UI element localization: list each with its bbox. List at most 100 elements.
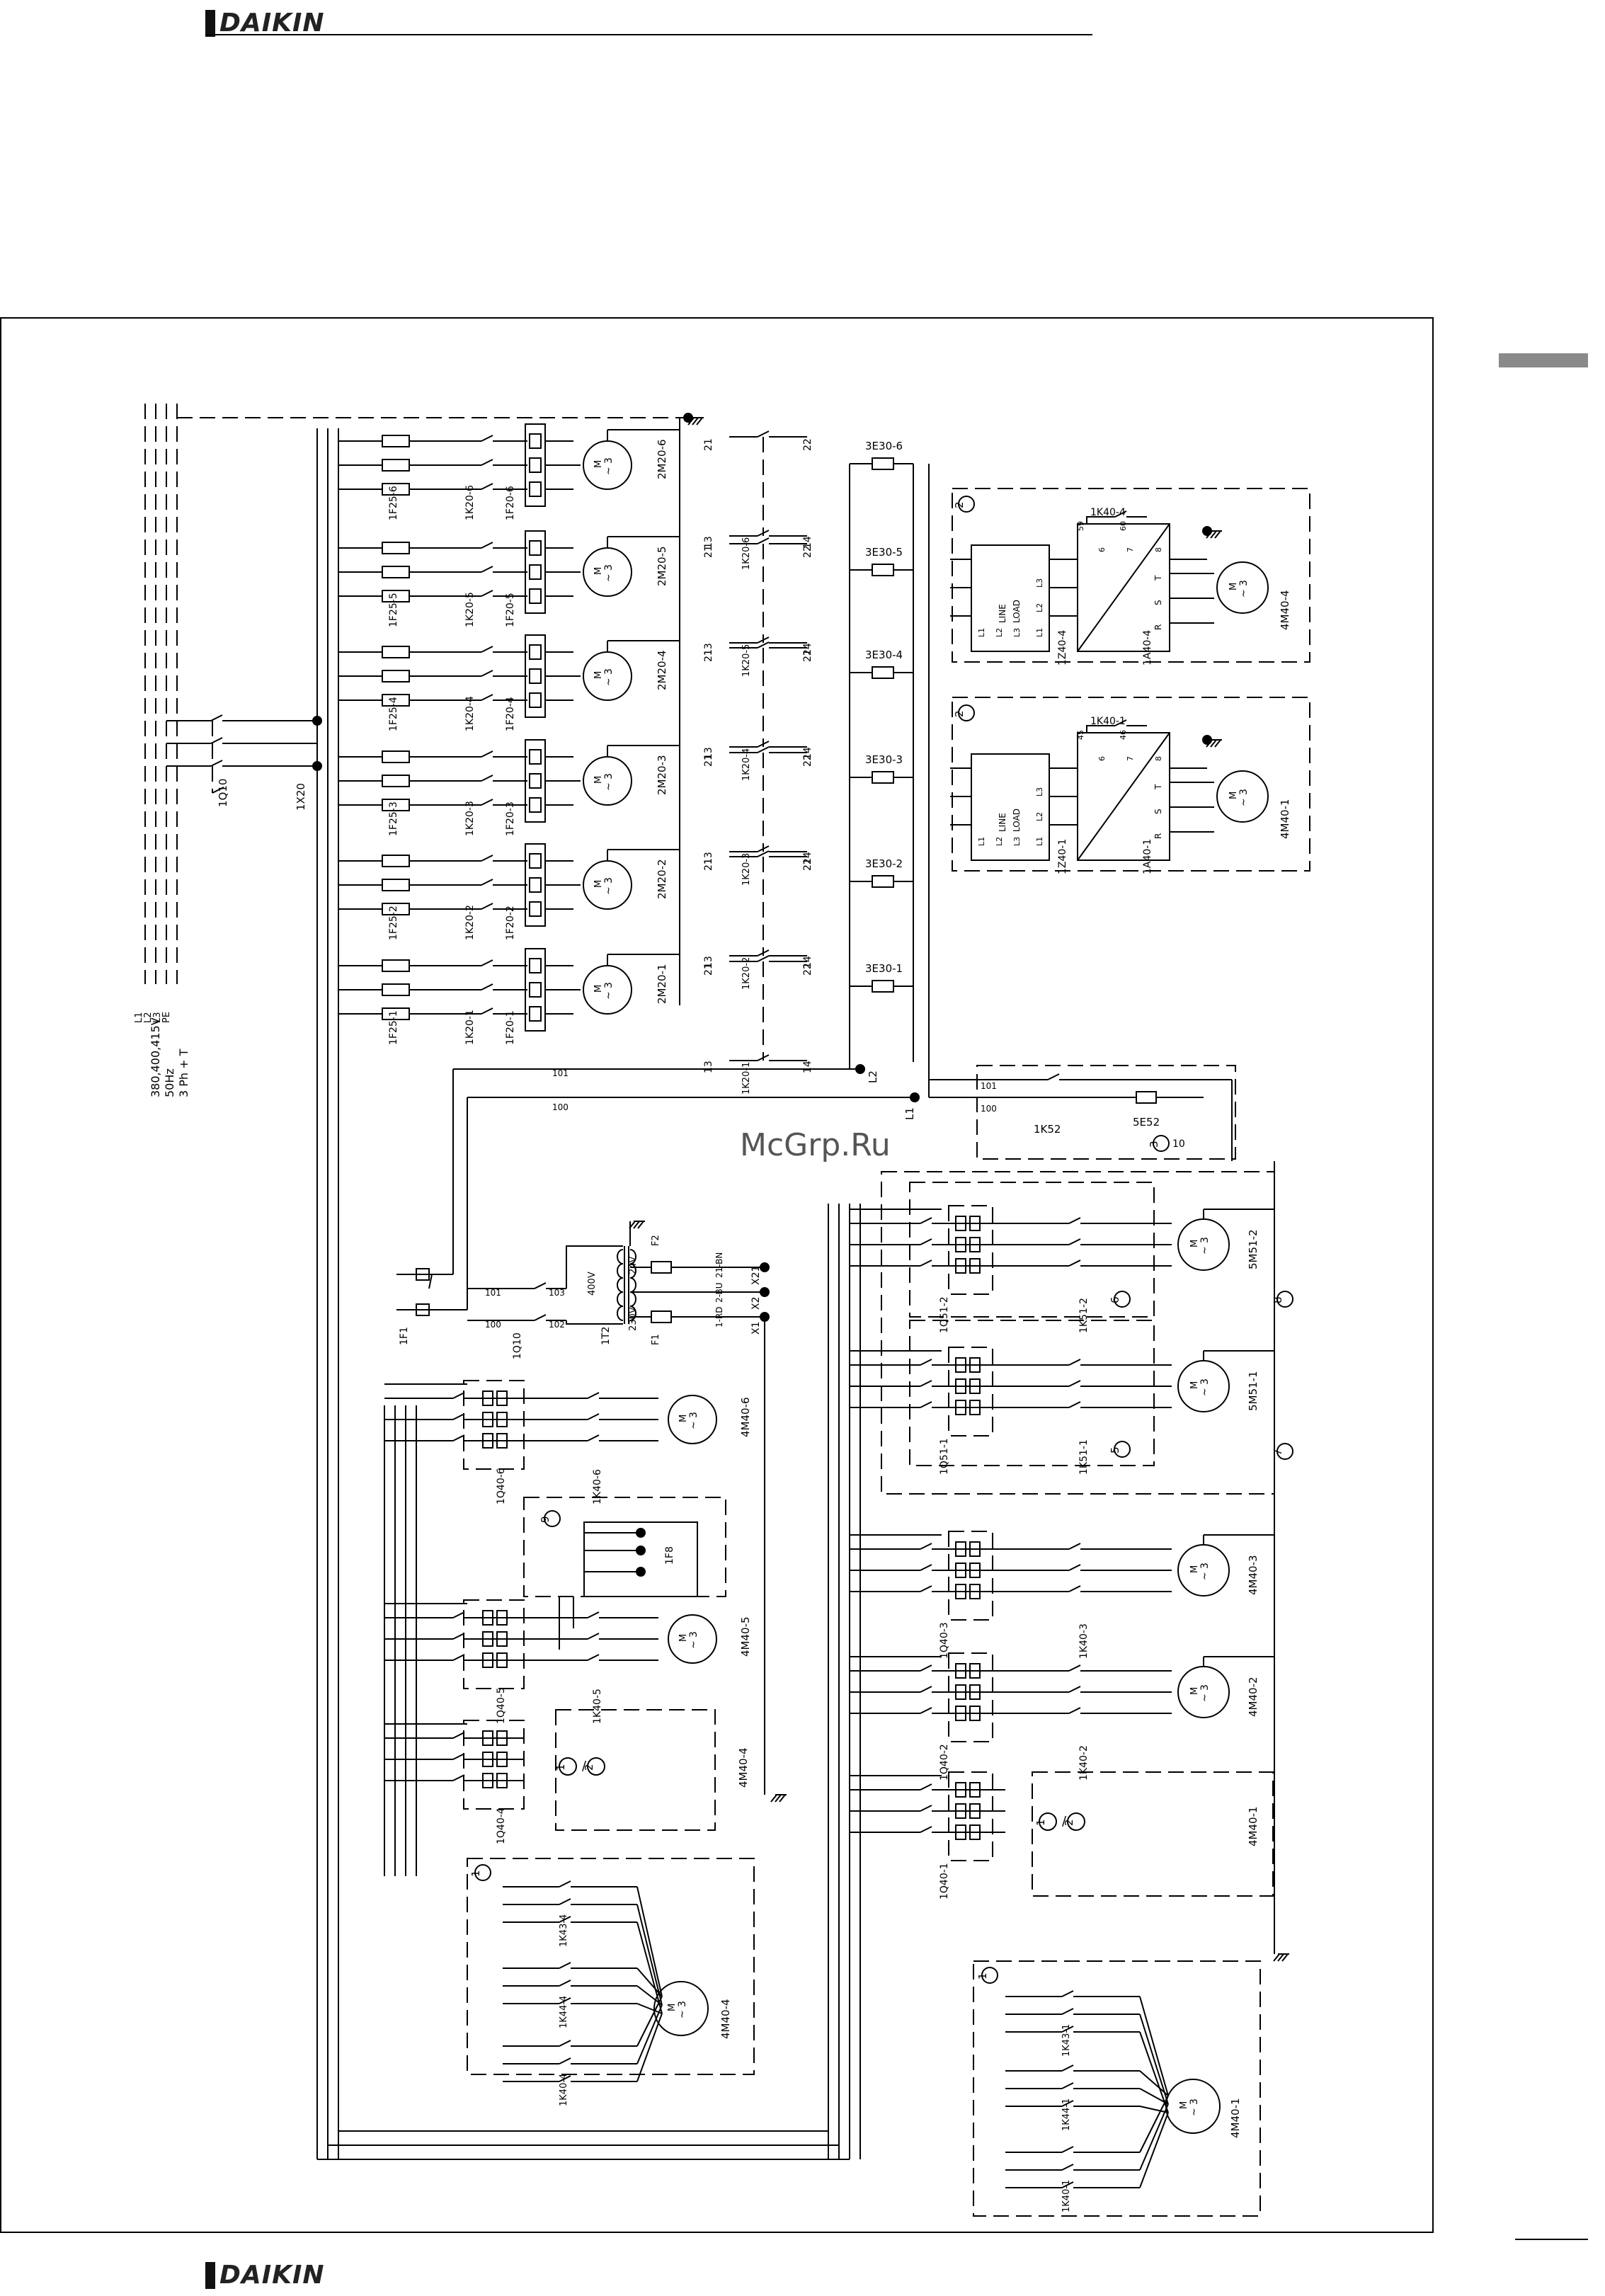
- breaker-element: [482, 1610, 493, 1626]
- f1f-label: 1F1: [399, 1327, 410, 1345]
- sd-wire: [1139, 2070, 1169, 2096]
- motor-phase-number: 3: [603, 773, 615, 779]
- supply-phase: 3 Ph + T: [177, 1049, 190, 1097]
- pump-fuse: [382, 435, 410, 447]
- sd-wire: [1139, 2014, 1169, 2105]
- pump-fuse-label: 1F25-5: [388, 593, 399, 627]
- x1-color: 1-RD: [714, 1306, 724, 1327]
- breaker-element: [482, 1752, 493, 1767]
- f2-label: F2: [651, 1235, 661, 1246]
- pump-contact: [481, 799, 493, 806]
- breaker-box: [463, 1720, 525, 1810]
- fan-motor-label: 4M40-5: [739, 1616, 752, 1657]
- aux-21: 21: [703, 438, 714, 451]
- fan-breaker-label: 1Q51-1: [939, 1438, 950, 1475]
- fan-contactor-label: 1K40-3: [1078, 1623, 1090, 1659]
- sd-wire: [636, 1904, 663, 2006]
- motor-phase-number: 3: [688, 1631, 699, 1638]
- fan-breaker: [452, 1611, 465, 1618]
- motor-letter: M: [1189, 1381, 1200, 1389]
- ref-slash: /: [1062, 1814, 1067, 1829]
- inv-out-terminal: S: [1153, 600, 1163, 605]
- motor-tilde: ~: [1199, 1694, 1211, 1702]
- sd-wire: [636, 2013, 663, 2082]
- pump-contact: [481, 1007, 493, 1015]
- breaker-element: [969, 1378, 981, 1394]
- fan-contact: [1068, 1217, 1081, 1224]
- x21-label: X21: [750, 1266, 762, 1285]
- breaker-element: [969, 1541, 981, 1557]
- fuse-1f1: [416, 1303, 430, 1316]
- motor-letter: M: [593, 880, 604, 888]
- sd-contact: [559, 1997, 571, 2004]
- fan-contact: [1068, 1585, 1081, 1592]
- breaker-element: [955, 1706, 966, 1721]
- sd-contact: [1061, 2064, 1074, 2072]
- aux-22: 22: [802, 754, 813, 767]
- breaker-element: [496, 1412, 508, 1427]
- top-logo-text: DAIKIN: [219, 8, 325, 38]
- aux-21: 21: [703, 858, 714, 871]
- inv-contact: [1086, 725, 1115, 733]
- sd-wire: [636, 1985, 663, 2006]
- t6: 6: [1097, 756, 1107, 761]
- sd-contact: [559, 2075, 571, 2082]
- sd-contact: [559, 1898, 571, 1905]
- k52-ref2: 10: [1172, 1138, 1185, 1150]
- breaker-element: [482, 1773, 493, 1788]
- line-label: LINE: [998, 813, 1007, 832]
- fuse-f2: [651, 1261, 672, 1274]
- ref-circle-label: 2: [953, 710, 966, 717]
- main-switch-label: 1Q10: [217, 779, 229, 807]
- l1-label: L1: [903, 1107, 916, 1120]
- relay-label: 3E30-3: [865, 753, 903, 766]
- watermark: McGrp.Ru: [740, 1127, 891, 1163]
- main-switch-actuator: [212, 787, 224, 794]
- bus-label: 1X20: [295, 783, 307, 811]
- fan-breaker: [452, 1413, 465, 1420]
- pump-fuse: [382, 542, 410, 554]
- fuse-link: [428, 1274, 433, 1289]
- fan-motor: [1177, 1218, 1230, 1271]
- motor-phase-number: 3: [1238, 580, 1250, 586]
- fan-contact: [1068, 1359, 1081, 1366]
- motor-tilde: ~: [1199, 1572, 1211, 1580]
- fan-breaker: [920, 1805, 932, 1812]
- overload-label: 1F20-1: [505, 1010, 516, 1045]
- inv-contact-sw: [1114, 510, 1127, 518]
- stardelta-box: [973, 1960, 1261, 2217]
- fan-breaker: [452, 1654, 465, 1661]
- fan-motor: [1177, 1666, 1230, 1718]
- t7: 7: [1126, 756, 1135, 761]
- fan-breaker-label: 1Q40-6: [496, 1468, 507, 1504]
- fan-contact: [1068, 1543, 1081, 1550]
- load-label: LOAD: [1012, 809, 1022, 832]
- junction-dot: [636, 1528, 646, 1538]
- ref-circle-label: 1: [976, 1972, 989, 1980]
- breaker-element: [955, 1258, 966, 1274]
- fan-motor-label: 5M51-1: [1247, 1371, 1260, 1411]
- fan-contactor-label: 1K51-1: [1078, 1439, 1090, 1475]
- motor-letter: M: [1228, 792, 1239, 799]
- relay-label: 3E30-4: [865, 649, 903, 661]
- wire-101-label: 101: [552, 1068, 569, 1078]
- fan-breaker: [920, 1543, 932, 1550]
- motor-letter: M: [1189, 1565, 1200, 1573]
- t8: 8: [1154, 756, 1163, 761]
- fan-contactor-label: 1K51-2: [1078, 1298, 1090, 1333]
- v400: 400V: [587, 1272, 598, 1296]
- motor-tilde: ~: [603, 573, 615, 582]
- overload-element: [529, 877, 542, 893]
- tx-winding: [617, 1249, 624, 1264]
- fan-sub-box: [909, 1182, 1155, 1318]
- motor-phase-number: 3: [688, 1412, 699, 1418]
- filter-terminal: L2: [995, 837, 1004, 846]
- fan-contactor-label: 1K40-2: [1078, 1745, 1090, 1781]
- pump-motor-label: 2M20-4: [656, 650, 668, 690]
- overload-element: [529, 692, 542, 708]
- motor-letter: M: [678, 1415, 689, 1422]
- aux-22: 22: [802, 545, 813, 558]
- pump-contact: [481, 590, 493, 597]
- motor-tilde: ~: [1199, 1388, 1211, 1396]
- sd-contact: [1061, 1990, 1074, 1997]
